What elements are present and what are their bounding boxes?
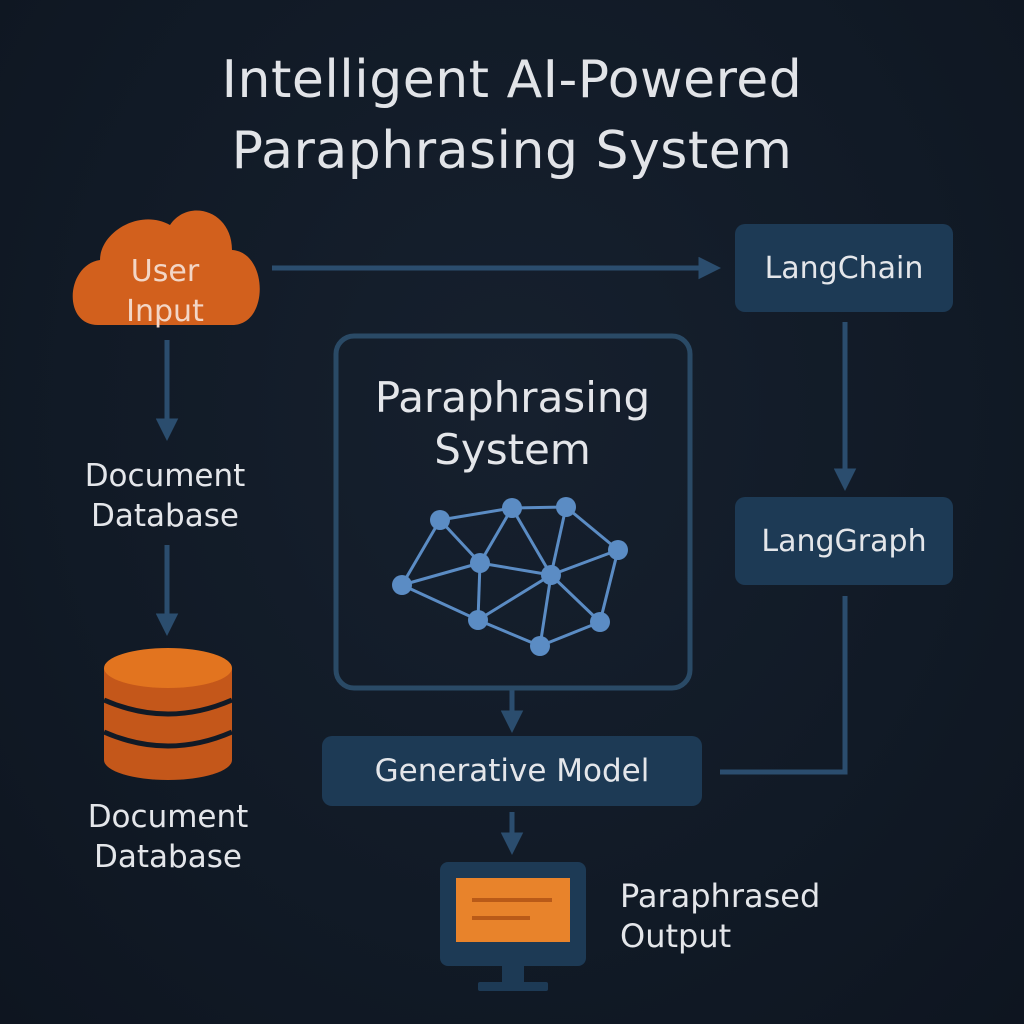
document-database-bottom-line2: Database <box>94 839 242 875</box>
document-database-bottom-line1: Document <box>87 799 249 835</box>
diagram-title-line1: Intelligent AI-Powered <box>221 50 803 110</box>
paraphrasing-system-title: Paraphrasing System <box>335 372 690 476</box>
document-database-label-top: Document Database <box>55 456 275 536</box>
langgraph-label: LangGraph <box>761 523 927 559</box>
paraphrased-output-label: Paraphrased Output <box>620 876 880 956</box>
cloud-icon <box>72 210 260 325</box>
database-icon <box>102 648 234 780</box>
document-database-label-bottom: Document Database <box>58 797 278 877</box>
paraphrasing-system-line2: System <box>434 425 591 474</box>
monitor-icon <box>440 862 586 991</box>
langchain-label: LangChain <box>764 250 924 286</box>
neural-network-nodes <box>392 497 628 656</box>
paraphrased-output-line1: Paraphrased <box>620 877 821 915</box>
neural-network-icon <box>400 505 620 648</box>
langgraph-box <box>735 497 953 585</box>
user-input-label: User Input <box>80 252 250 332</box>
document-database-top-line1: Document <box>84 458 246 494</box>
document-database-top-line2: Database <box>91 498 239 534</box>
diagram-title-line2: Paraphrasing System <box>231 121 793 181</box>
generative-model-box <box>322 736 702 806</box>
connector-langgraph-to-generative-model <box>720 596 848 775</box>
paraphrasing-system-line1: Paraphrasing <box>374 373 651 422</box>
generative-model-label: Generative Model <box>374 753 650 789</box>
user-input-line1: User <box>130 254 200 289</box>
user-input-line2: Input <box>126 294 204 329</box>
paraphrased-output-line2: Output <box>620 917 732 955</box>
langchain-box <box>735 224 953 312</box>
paraphrasing-system-box <box>333 333 693 691</box>
